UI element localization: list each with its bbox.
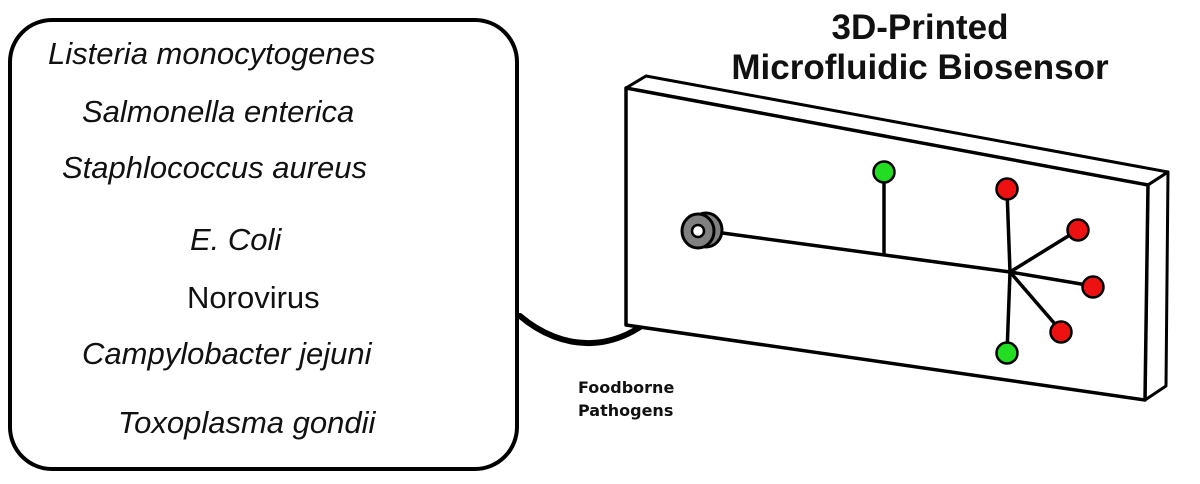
negative-well-lower-right [1049, 320, 1073, 344]
branch-channel-red-upper [1008, 228, 1080, 274]
positive-well-bottom [995, 341, 1019, 365]
arrow-label-line1: Foodborne [578, 378, 675, 397]
microfluidic-channels [713, 170, 1095, 355]
branch-channel-red-top [1005, 188, 1012, 274]
arrow-label-line2: Pathogens [578, 401, 674, 421]
negative-well-right [1081, 275, 1105, 299]
negative-well-upper-right [1066, 218, 1090, 242]
branch-channel-red-lower [1008, 270, 1063, 333]
inlet-port [680, 211, 724, 250]
pathogen-list-box [8, 18, 519, 471]
device-title-line1: 3D-Printed [831, 8, 1009, 47]
pathogen-campylobacter: Campylobacter jejuni [82, 336, 372, 371]
positive-well-top [872, 160, 896, 184]
pathogen-norovirus: Norovirus [187, 280, 320, 315]
pathogen-salmonella: Salmonella enterica [82, 94, 355, 129]
branch-channel-red-right [1008, 270, 1095, 288]
inlet-hole [690, 223, 706, 239]
device-title: 3D-Printed Microfluidic Biosensor [640, 8, 1200, 87]
main-channel [713, 230, 1012, 274]
arrow-label: Foodborne Pathogens [578, 376, 674, 422]
detection-wells [872, 160, 1105, 365]
pathogen-staphylococcus: Staphlococcus aureus [62, 150, 368, 185]
branch-channel-green-bottom [1005, 270, 1012, 355]
pathogen-toxoplasma: Toxoplasma gondii [118, 405, 376, 440]
pathogen-listeria: Listeria monocytogenes [48, 36, 376, 71]
pathogen-ecoli: E. Coli [190, 222, 282, 257]
device-title-line2: Microfluidic Biosensor [731, 47, 1109, 87]
chip-front-face [624, 86, 1150, 402]
negative-well-top [995, 177, 1019, 201]
